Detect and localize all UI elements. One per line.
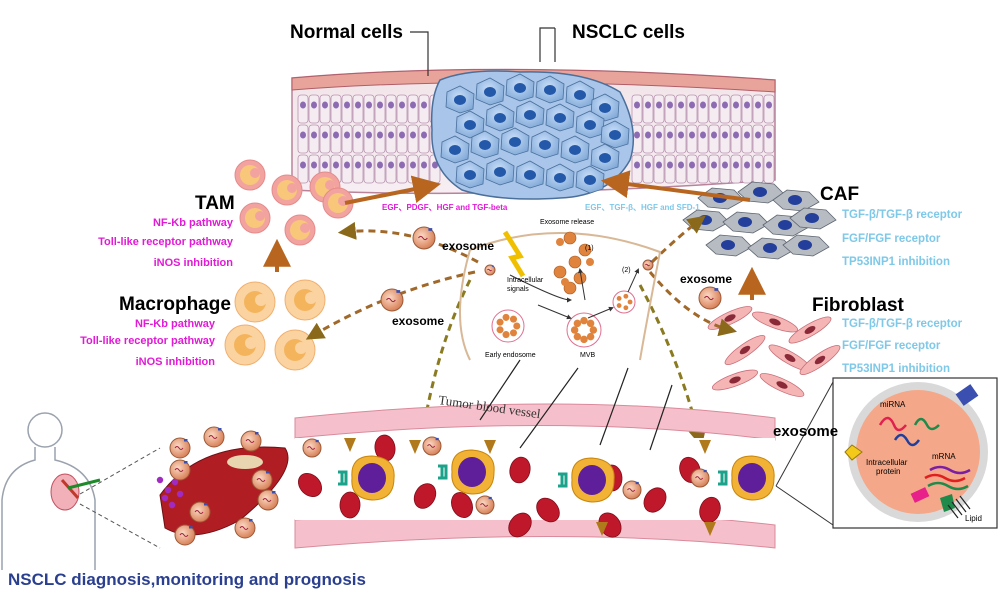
mvb-label: MVB — [580, 352, 596, 359]
caf-receptor-1: TGF-β/TGF-β receptor — [842, 209, 963, 221]
nsclc-cells-label: NSCLC cells — [572, 22, 685, 43]
protein-icon-2 — [940, 494, 955, 512]
tam-pathway-1: NF-Kb pathway — [153, 217, 234, 229]
factors-left-label: EGF、PDGF、HGF and TGF-beta — [382, 203, 508, 212]
normal-cells-label: Normal cells — [290, 22, 403, 43]
fibroblast-receptor-1: TGF-β/TGF-β receptor — [842, 318, 963, 330]
free-exosome — [169, 459, 191, 481]
macrophage-cells — [224, 279, 326, 371]
vessel-exosome — [422, 436, 442, 456]
vessel-exosome — [475, 495, 495, 515]
exosome-label-top: exosome — [442, 239, 494, 253]
macrophage-pathway-3: iNOS inhibition — [136, 356, 216, 368]
free-exosome — [174, 524, 196, 546]
normal-cells-pointer — [410, 31, 429, 76]
exosome-release-label: Exosome release — [540, 219, 594, 226]
exosome-to-caf-arrow — [650, 215, 706, 264]
exosome-label-inset: exosome — [773, 423, 838, 440]
caf-to-tumor-arrow — [600, 170, 751, 202]
vessel-exosome — [302, 438, 322, 458]
caf-receptor-2: FGF/FGF receptor — [842, 233, 941, 245]
footer-title: NSCLC diagnosis,monitoring and prognosis — [8, 570, 366, 589]
exosome-detail-inset — [775, 377, 998, 529]
early-endosome-label: Early endosome — [485, 352, 536, 359]
lipid-label: Lipid — [965, 514, 982, 523]
exosome-to-vessel-left-arrow — [418, 279, 472, 428]
solid-arrows — [263, 170, 766, 300]
tam-cells — [234, 159, 354, 246]
fibroblast-label: Fibroblast — [812, 295, 905, 316]
free-exosome — [251, 469, 273, 491]
free-exosome — [169, 437, 191, 459]
caf-receptor-3: TP53INP1 inhibition — [842, 256, 950, 268]
free-exosome — [203, 426, 225, 448]
step-1-label: (1) — [585, 245, 594, 252]
intracellular-signals-label-1: Intracellular — [507, 277, 544, 284]
free-exosome — [240, 430, 262, 452]
exosome-label-right: exosome — [680, 272, 732, 286]
normal-cells-columns — [297, 94, 775, 184]
vessel-exosome — [622, 480, 642, 500]
tam-pathway-2: Toll-like receptor pathway — [98, 236, 234, 248]
caf-cells — [682, 181, 837, 260]
fibroblast-receptor-3: TP53INP1 inhibition — [842, 363, 950, 375]
tam-pathway-3: iNOS inhibition — [154, 257, 234, 269]
mrna-strand-icon — [929, 465, 971, 475]
nsclc-tumor-mass — [430, 70, 635, 200]
tam-to-tumor-arrow — [344, 175, 441, 205]
exosome-to-fibroblast-arrow — [648, 271, 737, 337]
exosome-particle — [642, 259, 654, 271]
nsclc-cells-pointer — [539, 27, 556, 62]
red-blood-cells-clump — [156, 426, 289, 546]
signal-bolt-icon — [502, 230, 526, 278]
factors-right-label: EGF、TGF-β、HGF and SFD-1 — [585, 203, 700, 212]
caf-label: CAF — [820, 184, 859, 205]
exosome-particle — [484, 264, 496, 276]
labeled-exosome — [698, 286, 722, 310]
membrane-protein-icon — [844, 444, 863, 461]
macrophage-pathway-2: Toll-like receptor pathway — [80, 335, 216, 347]
exosome-to-tam-arrow — [337, 221, 479, 264]
intracellular-protein-label-1: Intracellular — [866, 458, 908, 467]
transmembrane-protein-icon — [955, 384, 979, 406]
fibroblast-cells — [707, 306, 841, 397]
fibroblast-receptor-2: FGF/FGF receptor — [842, 340, 941, 352]
free-exosome — [234, 517, 256, 539]
exosome-label-left: exosome — [392, 314, 444, 328]
biogenesis-cell — [380, 226, 722, 361]
zoom-lines — [79, 447, 161, 549]
free-exosome — [189, 501, 211, 523]
vessel-exosome — [690, 468, 710, 488]
free-exosome — [257, 489, 279, 511]
mirna-label: miRNA — [880, 400, 906, 409]
intracellular-protein-label-2: protein — [876, 467, 900, 476]
heart-lung-icon — [50, 473, 101, 511]
labeled-exosome — [380, 288, 404, 312]
mrna-label: mRNA — [932, 452, 956, 461]
human-silhouette — [1, 412, 96, 570]
epithelium-tissue — [291, 68, 776, 200]
intracellular-signals-label-2: signals — [507, 286, 529, 293]
protein-icon — [910, 487, 930, 503]
tumor-blood-vessel — [294, 359, 776, 549]
step-2-label: (2) — [622, 267, 631, 274]
tam-label: TAM — [195, 193, 235, 214]
labeled-exosome — [412, 226, 436, 250]
macrophage-label: Macrophage — [119, 294, 231, 315]
macrophage-pathway-1: NF-Kb pathway — [135, 318, 216, 330]
mirna-strand-icon — [878, 416, 907, 432]
